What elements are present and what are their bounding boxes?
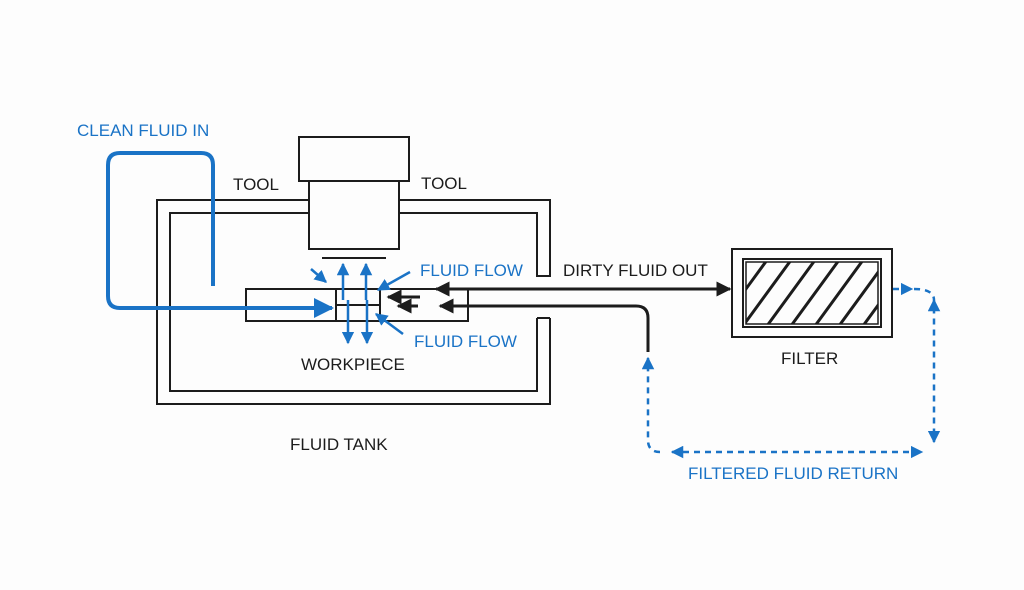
tool-label-right: TOOL <box>421 174 467 193</box>
dirty-flow-arrows <box>386 289 420 314</box>
dirty-fluid-out-label: DIRTY FLUID OUT <box>563 261 708 280</box>
filter-media-hatch <box>746 262 878 324</box>
filtered-return-arrows <box>641 282 941 459</box>
fluid-flow-label-bottom: FLUID FLOW <box>414 332 517 351</box>
tool-body <box>308 180 400 250</box>
tool-head <box>298 136 410 182</box>
fluid-flow-arrows <box>310 262 411 345</box>
fluid-tank-label: FLUID TANK <box>290 435 388 454</box>
return-pipe-arrow <box>438 298 650 352</box>
filter-inner <box>742 258 882 328</box>
tool-label-left: TOOL <box>233 175 279 194</box>
filter-label: FILTER <box>781 349 839 368</box>
fluid-flow-label-top: FLUID FLOW <box>420 261 523 280</box>
workpiece-label: WORKPIECE <box>301 355 405 374</box>
fluid-tank <box>156 199 551 405</box>
clean-fluid-in-arrow <box>106 151 334 318</box>
filtered-fluid-return-label: FILTERED FLUID RETURN <box>688 464 899 483</box>
clean-fluid-in-label: CLEAN FLUID IN <box>77 121 210 140</box>
